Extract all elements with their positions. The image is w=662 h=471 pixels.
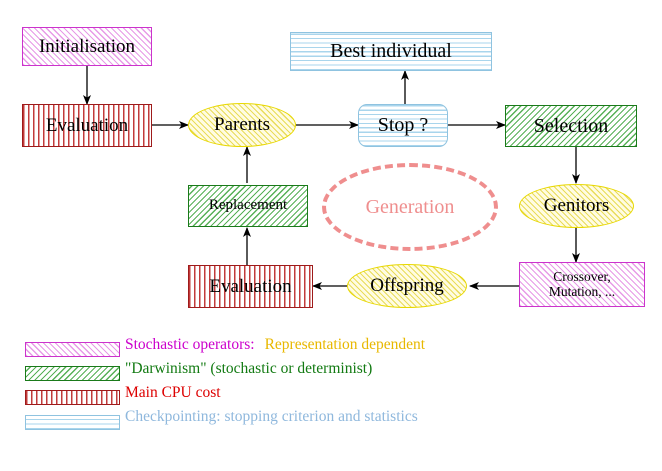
node-stop-label: Stop ? [377,114,429,136]
node-best-individual[interactable]: Best individual [290,32,492,71]
legend-row: Stochastic operators: Representation depe… [0,336,662,362]
legend-text-primary: Checkpointing: stopping criterion and st… [125,408,418,425]
legend-swatch-checkpointing [25,415,120,430]
legend-label-darwinism: "Darwinism" (stochastic or determinist) [125,360,372,378]
legend-label-checkpointing: Checkpointing: stopping criterion and st… [125,408,418,426]
node-replacement-label: Replacement [208,197,288,214]
node-offspring[interactable]: Offspring [347,264,467,308]
node-parents-label: Parents [214,114,270,136]
node-evaluation-top-label: Evaluation [45,114,129,136]
legend: Stochastic operators: Representation depe… [0,336,662,434]
node-evaluation-top[interactable]: Evaluation [22,104,152,147]
node-initialisation-label: Initialisation [38,35,136,57]
node-best-individual-label: Best individual [330,40,452,62]
node-stop[interactable]: Stop ? [358,104,448,147]
legend-row: Main CPU cost [0,384,662,410]
node-parents[interactable]: Parents [188,103,296,147]
legend-swatch-darwinism [25,366,120,381]
node-genitors-label: Genitors [543,195,610,217]
node-evaluation-bottom[interactable]: Evaluation [188,265,313,308]
node-replacement[interactable]: Replacement [188,185,308,227]
node-generation: Generation [322,163,498,251]
node-operators-label: Crossover, Mutation, ... [548,269,616,299]
node-offspring-label: Offspring [370,275,444,297]
legend-row: Checkpointing: stopping criterion and st… [0,408,662,434]
node-initialisation[interactable]: Initialisation [22,27,152,66]
legend-label-main-cpu-cost: Main CPU cost [125,384,221,402]
node-operators[interactable]: Crossover, Mutation, ... [519,262,645,307]
legend-text-primary: "Darwinism" (stochastic or determinist) [125,360,373,377]
node-genitors[interactable]: Genitors [519,184,634,228]
node-evaluation-bottom-label: Evaluation [209,275,292,297]
legend-label-stochastic-operators: Stochastic operators: Representation depe… [125,336,425,354]
legend-text-primary: Stochastic operators: [125,336,255,353]
node-selection-label: Selection [533,114,609,137]
legend-text-primary: Main CPU cost [125,384,221,401]
node-selection[interactable]: Selection [505,105,637,147]
node-generation-label: Generation [365,195,455,218]
legend-row: "Darwinism" (stochastic or determinist) [0,360,662,386]
legend-swatch-stochastic-operators [25,342,120,357]
legend-text-secondary: Representation dependent [264,336,426,353]
legend-swatch-main-cpu-cost [25,390,120,405]
